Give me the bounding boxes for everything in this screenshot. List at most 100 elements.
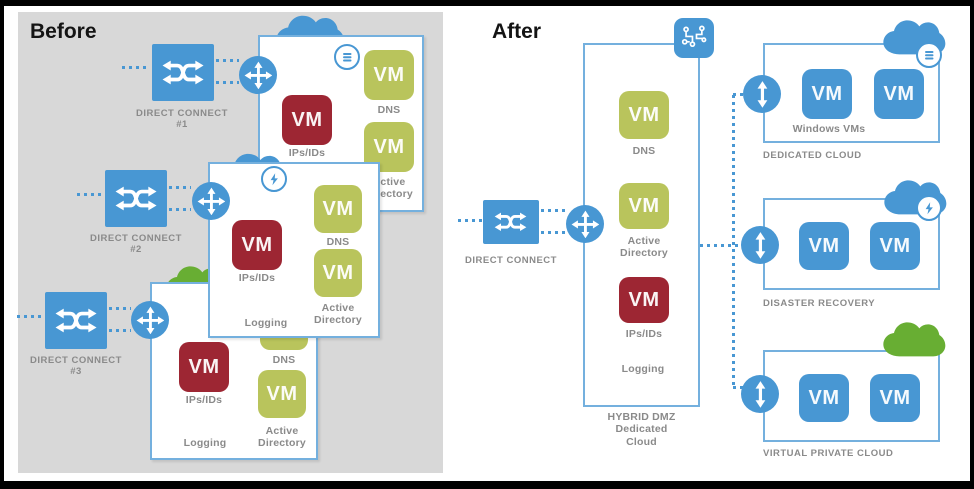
vm-text: VM (266, 382, 298, 405)
crossed-arrows-icon (50, 300, 102, 341)
vm-tile-ips: VM (232, 220, 282, 270)
logging-label: Logging (244, 317, 288, 329)
four-way-arrows-icon (571, 210, 600, 239)
direct-connect-switch-icon (152, 44, 214, 101)
after-title: After (492, 20, 542, 43)
windows-vms-label: Windows VMs (792, 123, 866, 135)
sync-arrows-icon (741, 226, 779, 264)
router-icon (566, 205, 604, 243)
vm-text: VM (879, 234, 911, 257)
vm-text: VM (808, 234, 840, 257)
vm-tile-ad: VM (258, 370, 306, 418)
active-directory-label: Active Directory (258, 425, 306, 450)
dotted-link (169, 208, 191, 211)
vertical-double-arrow-glyph (746, 380, 775, 409)
hybrid-caption-line3: Cloud (626, 435, 657, 448)
vm-text: VM (879, 386, 911, 409)
direct-connect-switch-icon (45, 292, 107, 349)
dotted-link (17, 315, 43, 318)
ips-ids-label: IPs/IDs (288, 147, 326, 159)
vm-text: VM (188, 355, 220, 378)
vm-text: VM (628, 103, 660, 126)
direct-connect-1-label: DIRECT CONNECT #1 (136, 108, 228, 131)
vm-text: VM (322, 261, 354, 284)
vm-tile: VM (799, 222, 849, 270)
dotted-link (109, 307, 131, 310)
vm-tile-dns: VM (619, 91, 669, 139)
vm-tile: VM (870, 374, 920, 422)
vm-text: VM (628, 194, 660, 217)
virtual-private-cloud-box: VM VM (763, 350, 940, 442)
direct-connect-switch-icon (105, 170, 167, 227)
four-way-arrows-icon (197, 187, 226, 216)
vm-tile-ad: VM (364, 122, 414, 172)
dotted-link (122, 66, 150, 69)
vertical-double-arrow-glyph (746, 231, 775, 260)
vm-text: VM (808, 386, 840, 409)
lightning-bolt-icon (261, 166, 287, 192)
disaster-recovery-caption: DISASTER RECOVERY (763, 298, 876, 309)
crossed-arrows-icon (110, 178, 162, 219)
ips-ids-label: IPs/IDs (185, 394, 223, 406)
vm-tile: VM (874, 69, 924, 119)
vertical-double-arrow-glyph (748, 80, 777, 109)
vm-tile-ips: VM (282, 95, 332, 145)
dotted-link (541, 209, 566, 212)
vm-text: VM (373, 63, 405, 86)
vm-tile-dns: VM (314, 185, 362, 233)
hybrid-dmz-caption: HYBRID DMZ Dedicated Cloud (583, 411, 700, 448)
sync-arrows-icon (741, 375, 779, 413)
router-icon (239, 56, 277, 94)
cloud-icon (882, 318, 946, 360)
direct-connect-2-label: DIRECT CONNECT #2 (90, 233, 182, 256)
vm-tile-ad: VM (619, 183, 669, 229)
dotted-link (733, 386, 745, 389)
vm-tile: VM (799, 374, 849, 422)
active-directory-label: Active Directory (314, 302, 362, 327)
sync-arrows-icon (743, 75, 781, 113)
vm-tile-dns: VM (364, 50, 414, 100)
circuit-traces-glyph (677, 21, 711, 55)
bolt-glyph (922, 201, 937, 216)
vm-text: VM (241, 233, 273, 256)
stacked-disks-glyph (340, 50, 355, 65)
virtual-private-cloud-caption: VIRTUAL PRIVATE CLOUD (763, 448, 894, 459)
four-way-arrows-icon (136, 306, 165, 335)
before-cloud-box-2: VM IPs/IDs VM DNS VM Active Directory Lo… (208, 162, 380, 338)
dotted-link (216, 59, 239, 62)
vm-text: VM (628, 288, 660, 311)
logging-label: Logging (183, 437, 227, 449)
dns-label: DNS (377, 104, 401, 116)
circuit-chip-icon (674, 18, 714, 58)
vm-text: VM (373, 135, 405, 158)
dotted-link (700, 244, 745, 247)
server-stack-icon (334, 44, 360, 70)
vm-tile-ips: VM (179, 342, 229, 392)
vm-tile: VM (870, 222, 920, 270)
vm-text: VM (291, 108, 323, 131)
dns-label: DNS (632, 145, 656, 157)
dotted-link (77, 193, 103, 196)
before-title: Before (30, 20, 97, 43)
router-icon (131, 301, 169, 339)
crossed-arrows-icon (157, 52, 209, 93)
dotted-link (541, 231, 566, 234)
cloud-shape (882, 318, 946, 360)
dedicated-cloud-box: VM VM Windows VMs (763, 43, 940, 143)
logging-label: Logging (621, 363, 665, 375)
dotted-link (216, 81, 239, 84)
router-icon (192, 182, 230, 220)
dns-label: DNS (272, 354, 296, 366)
direct-connect-3-label: DIRECT CONNECT #3 (30, 355, 122, 378)
crossed-arrows-icon (487, 206, 534, 238)
active-directory-label: Active Directory (620, 235, 668, 260)
vm-text: VM (322, 197, 354, 220)
server-stack-icon (916, 42, 942, 68)
dotted-trunk (732, 95, 735, 388)
dotted-link (733, 93, 747, 96)
hybrid-caption-line1: HYBRID DMZ (607, 411, 676, 423)
ips-ids-label: IPs/IDs (625, 328, 663, 340)
vm-tile: VM (802, 69, 852, 119)
direct-connect-label: DIRECT CONNECT (465, 255, 557, 266)
vm-text: VM (811, 82, 843, 105)
